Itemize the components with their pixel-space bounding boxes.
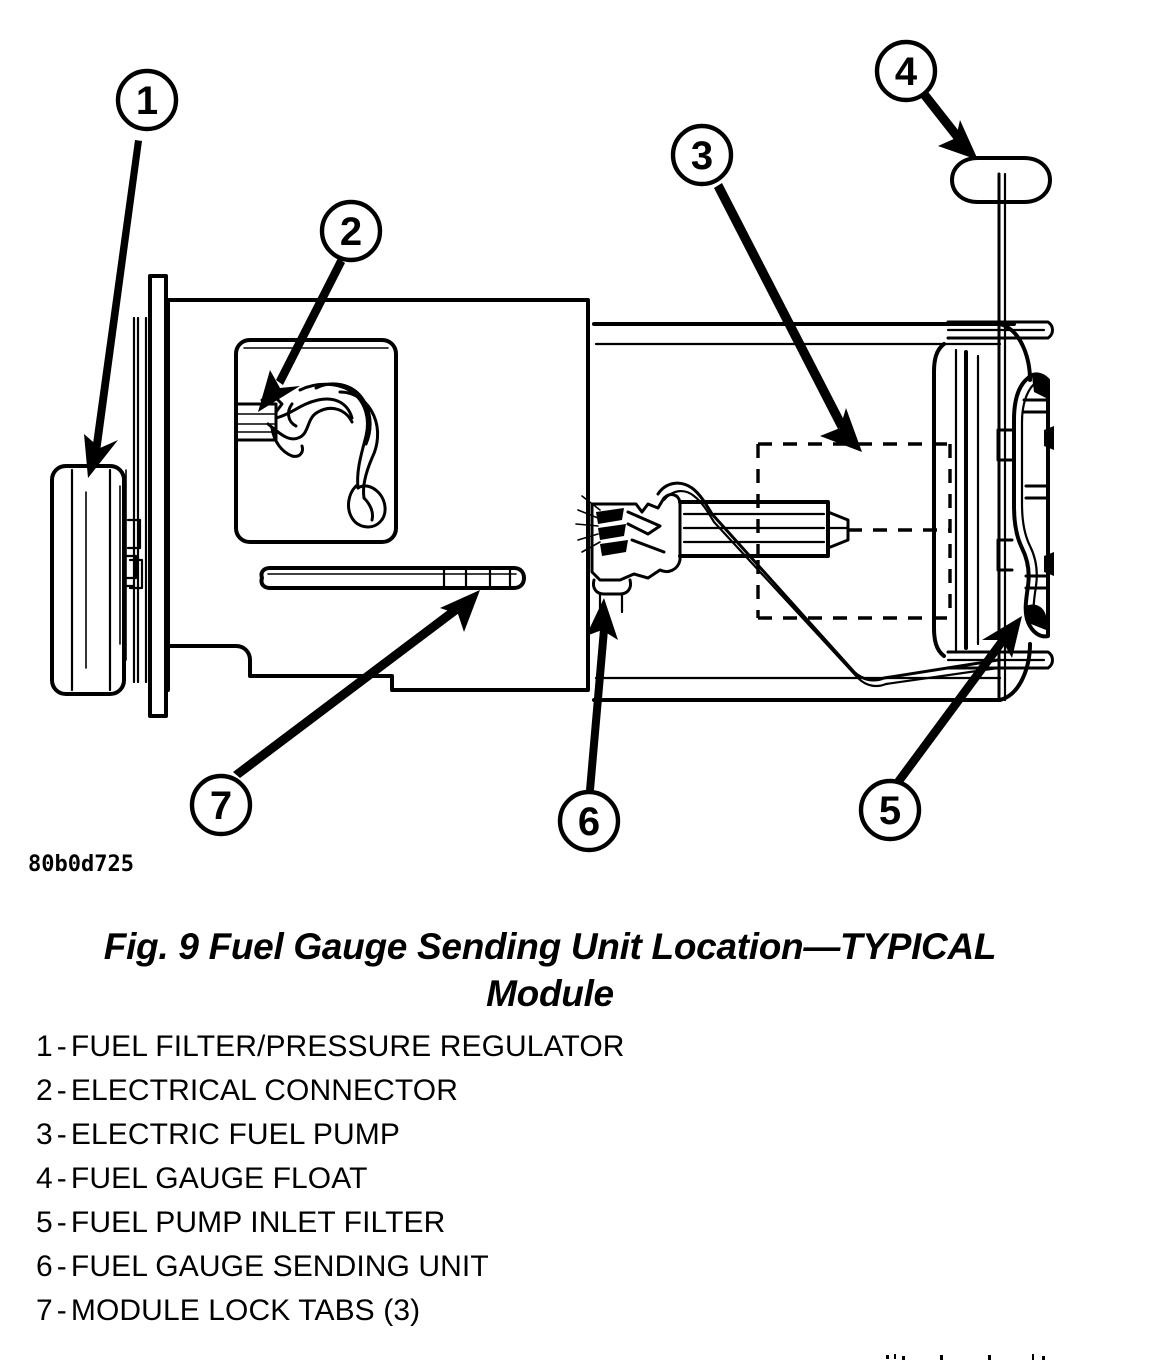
fuel-filter-pressure-regulator bbox=[50, 464, 138, 696]
legend-item-separator: - bbox=[56, 1206, 67, 1239]
leader-6 bbox=[586, 629, 608, 790]
leader-2 bbox=[276, 258, 345, 385]
legend-item-6: 6-FUEL GAUGE SENDING UNIT bbox=[36, 1252, 936, 1296]
legend-item-5: 5-FUEL PUMP INLET FILTER bbox=[36, 1208, 936, 1252]
electrical-connector bbox=[234, 338, 398, 544]
module-right-endcap bbox=[932, 342, 980, 658]
legend-item-separator: - bbox=[56, 1074, 67, 1107]
module-lock-tabs bbox=[259, 566, 526, 590]
leader-7-head bbox=[440, 590, 480, 632]
legend-item-number: 1 bbox=[36, 1030, 53, 1063]
leader-3 bbox=[714, 183, 846, 429]
leader-3-head bbox=[820, 408, 862, 452]
legend-item-separator: - bbox=[56, 1118, 67, 1151]
legend-item-separator: - bbox=[56, 1162, 67, 1195]
legend-item-separator: - bbox=[56, 1030, 67, 1063]
legend-item-label: FUEL PUMP INLET FILTER bbox=[70, 1206, 446, 1239]
pump-outlet-tube bbox=[678, 500, 950, 558]
leader-2-head bbox=[258, 370, 300, 412]
figure-code: 80b0d725 bbox=[28, 852, 134, 877]
legend-item-label: FUEL GAUGE SENDING UNIT bbox=[70, 1250, 489, 1283]
legend-item-label: MODULE LOCK TABS (3) bbox=[70, 1294, 421, 1327]
svg-text:4: 4 bbox=[895, 50, 918, 94]
callout-6: 6 bbox=[557, 789, 621, 853]
callout-5: 5 bbox=[858, 778, 922, 842]
svg-text:7: 7 bbox=[210, 784, 232, 828]
svg-text:3: 3 bbox=[691, 134, 713, 178]
legend-item-label: FUEL GAUGE FLOAT bbox=[70, 1162, 368, 1195]
leader-5 bbox=[895, 637, 1007, 784]
figure-caption-line-2: Module bbox=[486, 973, 614, 1015]
callout-3: 3 bbox=[670, 123, 734, 187]
leader-1 bbox=[92, 140, 142, 452]
svg-text:2: 2 bbox=[340, 210, 362, 254]
figure-caption-line-1: Fig. 9 Fuel Gauge Sending Unit Location—… bbox=[103, 926, 997, 967]
leader-4-head bbox=[938, 120, 978, 160]
svg-text:5: 5 bbox=[879, 789, 901, 833]
legend-item-separator: - bbox=[56, 1250, 67, 1283]
callout-1: 1 bbox=[115, 68, 179, 132]
legend-item-label: ELECTRIC FUEL PUMP bbox=[70, 1118, 400, 1151]
fuel-module-illustration: .ln { fill:none; stroke:#000; stroke-wid… bbox=[50, 39, 1054, 853]
legend-item-label: ELECTRICAL CONNECTOR bbox=[70, 1074, 458, 1107]
legend-item-number: 2 bbox=[36, 1074, 53, 1107]
legend-item-number: 7 bbox=[36, 1294, 53, 1327]
legend-item-2: 2-ELECTRICAL CONNECTOR bbox=[36, 1076, 936, 1120]
legend-item-number: 6 bbox=[36, 1250, 53, 1283]
legend-item-4: 4-FUEL GAUGE FLOAT bbox=[36, 1164, 936, 1208]
scan-edge-artifacts bbox=[880, 1348, 1110, 1360]
callout-7: 7 bbox=[189, 773, 253, 837]
legend-item-label: FUEL FILTER/PRESSURE REGULATOR bbox=[70, 1030, 625, 1063]
legend-item-1: 1-FUEL FILTER/PRESSURE REGULATOR bbox=[36, 1032, 936, 1076]
callout-4: 4 bbox=[874, 39, 938, 103]
callout-2: 2 bbox=[319, 199, 383, 263]
leader-1-head bbox=[84, 434, 118, 478]
svg-text:1: 1 bbox=[136, 79, 158, 123]
leader-7 bbox=[233, 607, 459, 778]
legend-item-number: 3 bbox=[36, 1118, 53, 1151]
svg-text:6: 6 bbox=[578, 800, 600, 844]
leader-4 bbox=[918, 88, 962, 141]
leader-5-head bbox=[982, 616, 1022, 658]
float-arm-wire bbox=[656, 481, 1000, 688]
callout-leaders bbox=[84, 88, 1022, 790]
fuel-pump-inlet-filter bbox=[996, 372, 1054, 639]
legend-item-7: 7-MODULE LOCK TABS (3) bbox=[36, 1296, 936, 1340]
legend-item-separator: - bbox=[56, 1294, 67, 1327]
leader-6-head bbox=[586, 598, 618, 640]
legend-item-3: 3-ELECTRIC FUEL PUMP bbox=[36, 1120, 936, 1164]
legend-item-number: 4 bbox=[36, 1162, 53, 1195]
figure-caption: Fig. 9 Fuel Gauge Sending Unit Location—… bbox=[0, 923, 1100, 1018]
legend-item-number: 5 bbox=[36, 1206, 53, 1239]
